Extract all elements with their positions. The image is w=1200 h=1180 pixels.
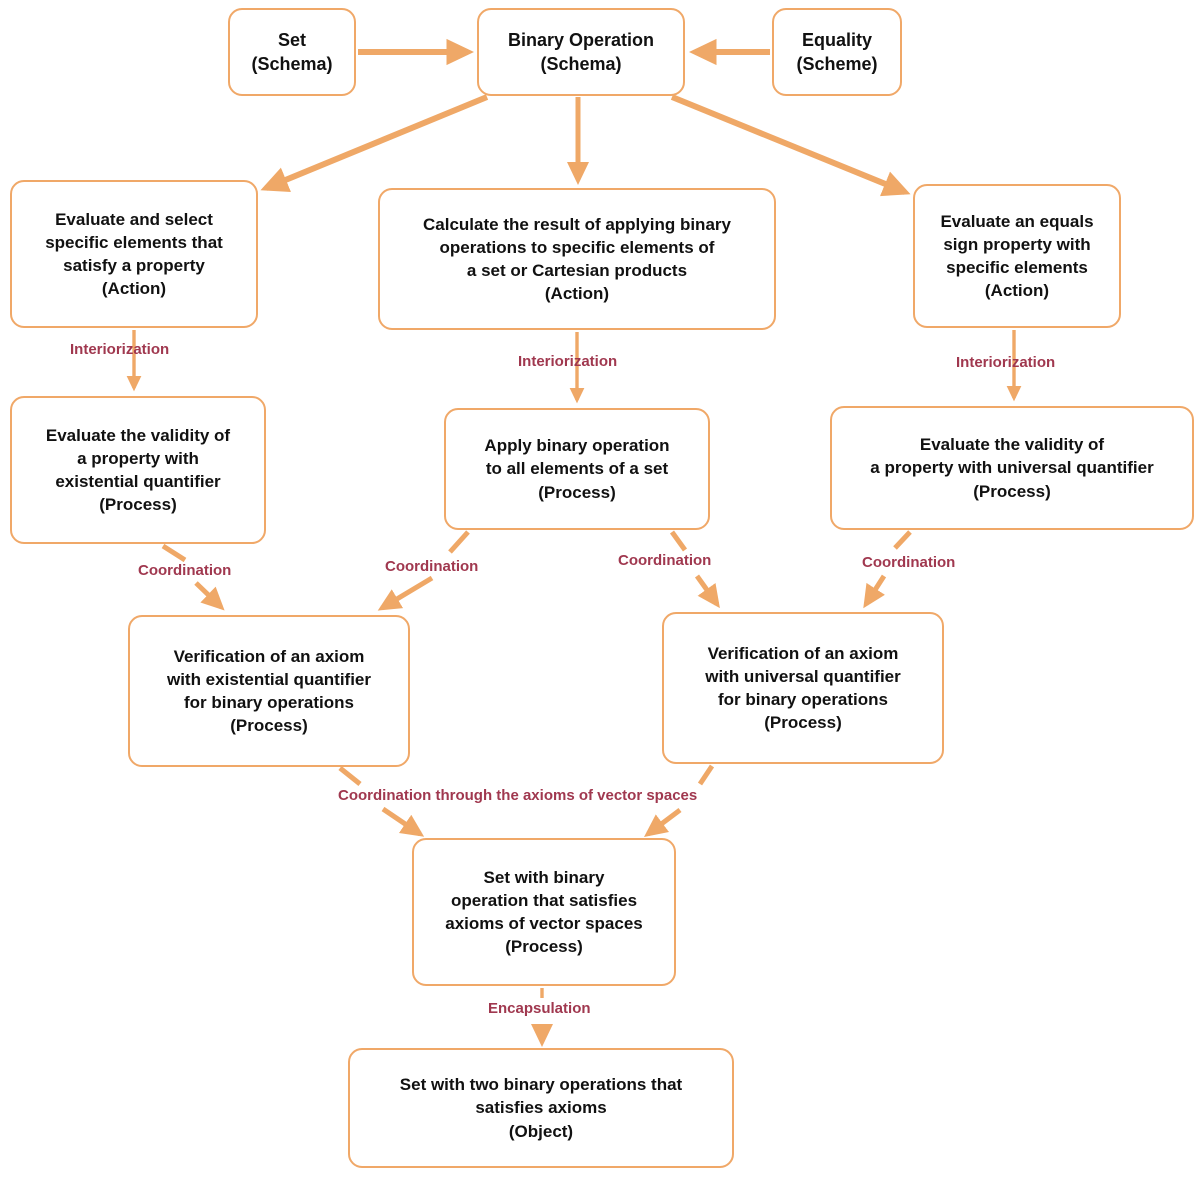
node-verification-axiom-universal-process[interactable]: Verification of an axiom with universal …	[662, 612, 944, 764]
node-label: Verification of an axiom with universal …	[705, 643, 901, 733]
node-evaluate-validity-universal-process[interactable]: Evaluate the validity of a property with…	[830, 406, 1194, 530]
edge-label-interiorization-right: Interiorization	[956, 354, 1056, 371]
node-set-with-binary-operation-process[interactable]: Set with binary operation that satisfies…	[412, 838, 676, 986]
node-label: Calculate the result of applying binary …	[423, 214, 731, 304]
node-label: Set with two binary operations that sati…	[399, 1075, 683, 1141]
node-label: Evaluate the validity of a property with…	[870, 435, 1154, 501]
edge-binary-op-to-evaluate-equals	[670, 94, 911, 197]
node-label: Apply binary operation to all elements o…	[484, 436, 670, 502]
edge-label-coordination-center-1: Coordination	[385, 558, 479, 575]
node-binary-operation-schema[interactable]: Binary Operation (Schema)	[477, 8, 685, 96]
node-evaluate-equals-sign-property-action[interactable]: Evaluate an equals sign property with sp…	[913, 184, 1121, 328]
node-label: Evaluate and select specific elements th…	[45, 209, 223, 299]
edge-label-coordination-left-1: Coordination	[138, 562, 232, 579]
node-label: Set with binary operation that satisfies…	[445, 867, 643, 957]
edge-binary-op-to-evaluate-select	[260, 94, 489, 192]
edge-label-coordination-right-1: Coordination	[862, 554, 956, 571]
node-apply-binary-operation-all-elements-process[interactable]: Apply binary operation to all elements o…	[444, 408, 710, 530]
node-set-two-binary-operations-object[interactable]: Set with two binary operations that sati…	[348, 1048, 734, 1168]
node-label: Equality (Scheme)	[796, 29, 878, 74]
edge-label-coordination-center-2: Coordination	[618, 552, 712, 569]
node-evaluate-select-elements-action[interactable]: Evaluate and select specific elements th…	[10, 180, 258, 328]
node-verification-axiom-existential-process[interactable]: Verification of an axiom with existentia…	[128, 615, 410, 767]
node-equality-scheme[interactable]: Equality (Scheme)	[772, 8, 902, 96]
node-label: Verification of an axiom with existentia…	[166, 646, 372, 736]
node-label: Evaluate an equals sign property with sp…	[940, 211, 1094, 301]
node-label: Set (Schema)	[251, 29, 333, 74]
node-set-schema[interactable]: Set (Schema)	[228, 8, 356, 96]
node-label: Binary Operation (Schema)	[507, 29, 655, 74]
node-label: Evaluate the validity of a property with…	[45, 425, 231, 515]
node-calculate-result-binary-operations-action[interactable]: Calculate the result of applying binary …	[378, 188, 776, 330]
edge-label-interiorization-center: Interiorization	[518, 353, 618, 370]
node-evaluate-validity-existential-process[interactable]: Evaluate the validity of a property with…	[10, 396, 266, 544]
edge-label-coordination-vector-spaces: Coordination through the axioms of vecto…	[338, 787, 698, 804]
edge-label-interiorization-left: Interiorization	[70, 341, 170, 358]
edge-label-encapsulation: Encapsulation	[488, 1000, 591, 1017]
